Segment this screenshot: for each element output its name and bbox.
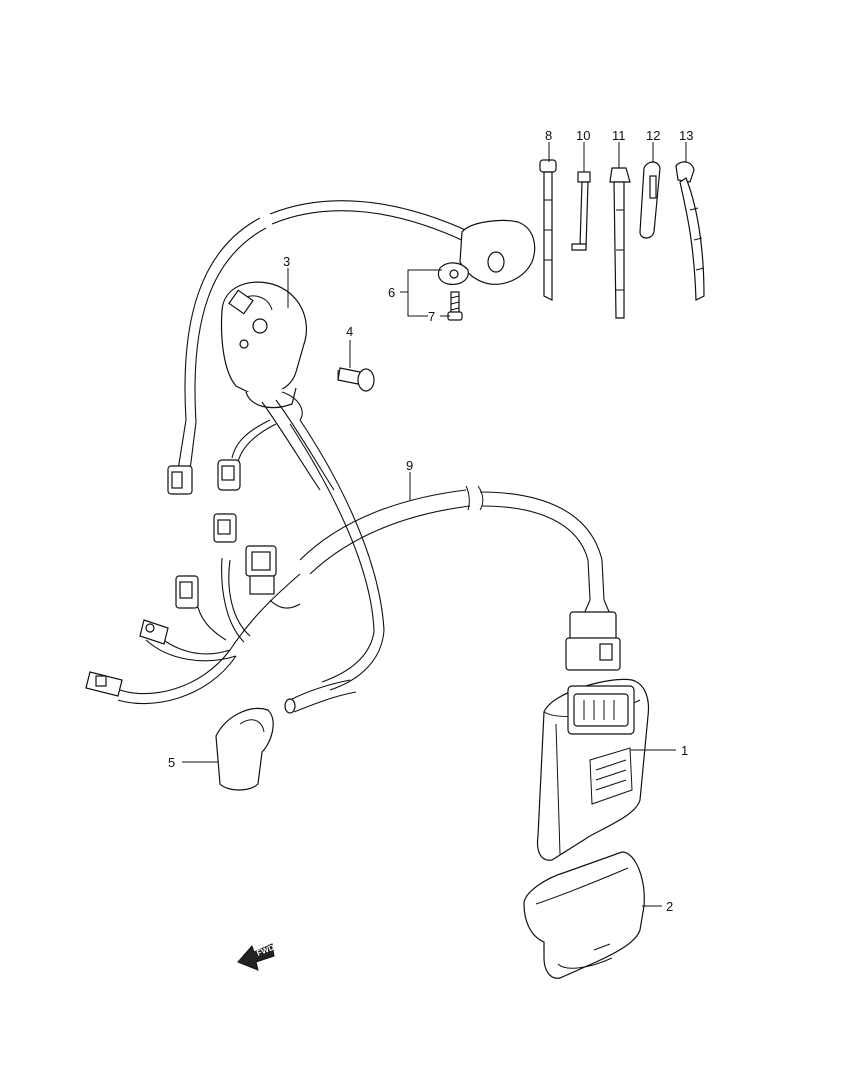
cable-stub — [284, 679, 357, 714]
part-13-cable-tie — [675, 161, 705, 301]
connector-square — [245, 545, 277, 595]
connector-left-top — [167, 465, 193, 495]
part-8-cable-tie — [539, 159, 557, 301]
connector-left-lower — [139, 619, 169, 645]
callout-7: 7 — [428, 309, 435, 324]
part-6-clamp — [437, 219, 536, 285]
part-3-sensor — [220, 281, 335, 491]
connector-left-mid — [175, 575, 199, 609]
sensor-lead — [217, 419, 277, 491]
connector-far-left — [85, 671, 123, 697]
callout-4: 4 — [346, 324, 353, 339]
callout-10: 10 — [576, 128, 590, 143]
callout-8: 8 — [545, 128, 552, 143]
part-4-bolt — [337, 367, 375, 392]
callout-3: 3 — [283, 254, 290, 269]
part-10-clip — [571, 171, 591, 251]
callout-13: 13 — [679, 128, 693, 143]
callout-9: 9 — [406, 458, 413, 473]
callout-labels: 1 2 3 4 5 6 7 8 9 10 11 12 13 — [168, 128, 693, 914]
fwd-arrow-icon: FWD — [237, 943, 276, 971]
callout-1: 1 — [681, 743, 688, 758]
callout-6: 6 — [388, 285, 395, 300]
callout-2: 2 — [666, 899, 673, 914]
harness-upper-loop — [177, 200, 471, 471]
part-7-bolt — [447, 291, 463, 321]
part-2-holder — [523, 851, 645, 979]
part-9-harness — [299, 485, 621, 671]
callout-11: 11 — [612, 128, 626, 143]
part-12-clamp — [639, 161, 661, 239]
callout-5: 5 — [168, 755, 175, 770]
part-1-ecu — [536, 678, 650, 861]
part-11-cable-tie — [609, 167, 631, 319]
harness-center-cable — [289, 419, 385, 691]
connector-upper-small — [213, 513, 237, 543]
leader-lines — [182, 142, 687, 907]
callout-12: 12 — [646, 128, 660, 143]
part-5-cap — [215, 707, 274, 791]
